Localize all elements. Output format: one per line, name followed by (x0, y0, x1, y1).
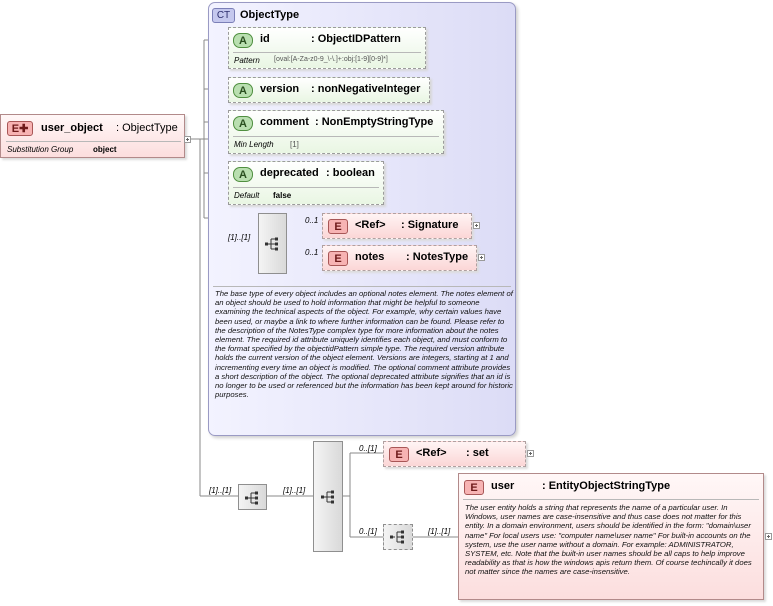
sequence-cardinality: [1]..[1] (228, 233, 251, 242)
element-name: <Ref> (355, 219, 386, 231)
expand-icon[interactable] (478, 254, 485, 261)
separator (233, 136, 439, 137)
substitution-group-value: object (93, 145, 117, 154)
sequence-2-cardinality: [1]..[1] (283, 486, 306, 495)
substitution-group-label: Substitution Group (7, 145, 74, 154)
sequence-compositor-1[interactable] (238, 484, 267, 510)
attribute-type: : boolean (326, 167, 375, 179)
element-ref-signature[interactable]: E <Ref> : Signature (322, 213, 472, 239)
element-type: : NotesType (406, 251, 469, 263)
signature-cardinality: 0..1 (305, 216, 319, 225)
element-icon: E (464, 480, 484, 495)
element-with-substitution-icon: E✚ (7, 121, 33, 136)
user-documentation: The user entity holds a string that repr… (465, 503, 752, 577)
attribute-name: comment (260, 116, 309, 128)
attribute-version[interactable]: A version : nonNegativeInteger (228, 77, 430, 103)
element-type: : ObjectType (116, 122, 178, 134)
choice-icon (390, 530, 404, 544)
element-icon: E (389, 447, 409, 462)
expand-icon[interactable] (184, 136, 191, 143)
attribute-name: version (260, 83, 300, 95)
sequence-icon (245, 491, 258, 505)
element-name: <Ref> (416, 447, 447, 459)
element-user[interactable]: E user : EntityObjectStringType The user… (458, 473, 764, 600)
separator (6, 141, 181, 142)
attribute-type: : ObjectIDPattern (311, 33, 401, 45)
pattern-label: Pattern (234, 56, 260, 65)
separator (233, 52, 421, 53)
element-name: user (491, 480, 515, 492)
attribute-name: id (260, 33, 270, 45)
complex-type-icon: CT (212, 8, 235, 23)
sequence-compositor-2[interactable] (313, 441, 343, 552)
attribute-icon: A (233, 33, 253, 48)
default-value: false (273, 191, 292, 200)
sequence-icon (321, 490, 334, 504)
attribute-name: deprecated (260, 167, 319, 179)
complex-type-name: ObjectType (240, 9, 300, 21)
element-icon: E (328, 251, 348, 266)
choice-cardinality: 0..[1] (359, 527, 377, 536)
separator (233, 187, 379, 188)
separator (213, 286, 511, 287)
expand-icon[interactable] (473, 222, 480, 229)
user-cardinality: [1]..[1] (428, 527, 451, 536)
default-label: Default (234, 191, 260, 200)
expand-icon[interactable] (527, 450, 534, 457)
attribute-id[interactable]: A id : ObjectIDPattern Pattern [oval:[A-… (228, 27, 426, 69)
element-type: : set (466, 447, 489, 459)
root-element-user-object[interactable]: E✚ user_object : ObjectType Substitution… (0, 114, 185, 158)
attribute-deprecated[interactable]: A deprecated : boolean Default false (228, 161, 384, 205)
attribute-icon: A (233, 116, 253, 131)
separator (463, 499, 759, 500)
min-length-value: [1] (290, 140, 299, 149)
element-name: notes (355, 251, 385, 263)
element-type: : EntityObjectStringType (542, 480, 671, 492)
complex-type-documentation: The base type of every object includes a… (215, 289, 513, 400)
attribute-type: : nonNegativeInteger (311, 83, 421, 95)
sequence-1-cardinality: [1]..[1] (209, 486, 232, 495)
element-ref-set[interactable]: E <Ref> : set (383, 441, 526, 467)
element-type: : Signature (401, 219, 459, 231)
attribute-icon: A (233, 83, 253, 98)
pattern-value: [oval:[A-Za-z0-9_\-\.]+:obj:[1-9][0-9]*] (274, 56, 388, 63)
sequence-icon (265, 237, 278, 251)
attribute-icon: A (233, 167, 253, 182)
expand-icon[interactable] (765, 533, 772, 540)
element-notes[interactable]: E notes : NotesType (322, 245, 477, 271)
set-cardinality: 0..[1] (359, 444, 377, 453)
notes-cardinality: 0..1 (305, 248, 319, 257)
attribute-comment[interactable]: A comment : NonEmptyStringType Min Lengt… (228, 110, 444, 154)
element-name: user_object (41, 122, 103, 134)
choice-compositor[interactable] (383, 524, 413, 550)
attribute-type: : NonEmptyStringType (315, 116, 434, 128)
min-length-label: Min Length (234, 140, 274, 149)
element-icon: E (328, 219, 348, 234)
sequence-compositor[interactable] (258, 213, 287, 274)
